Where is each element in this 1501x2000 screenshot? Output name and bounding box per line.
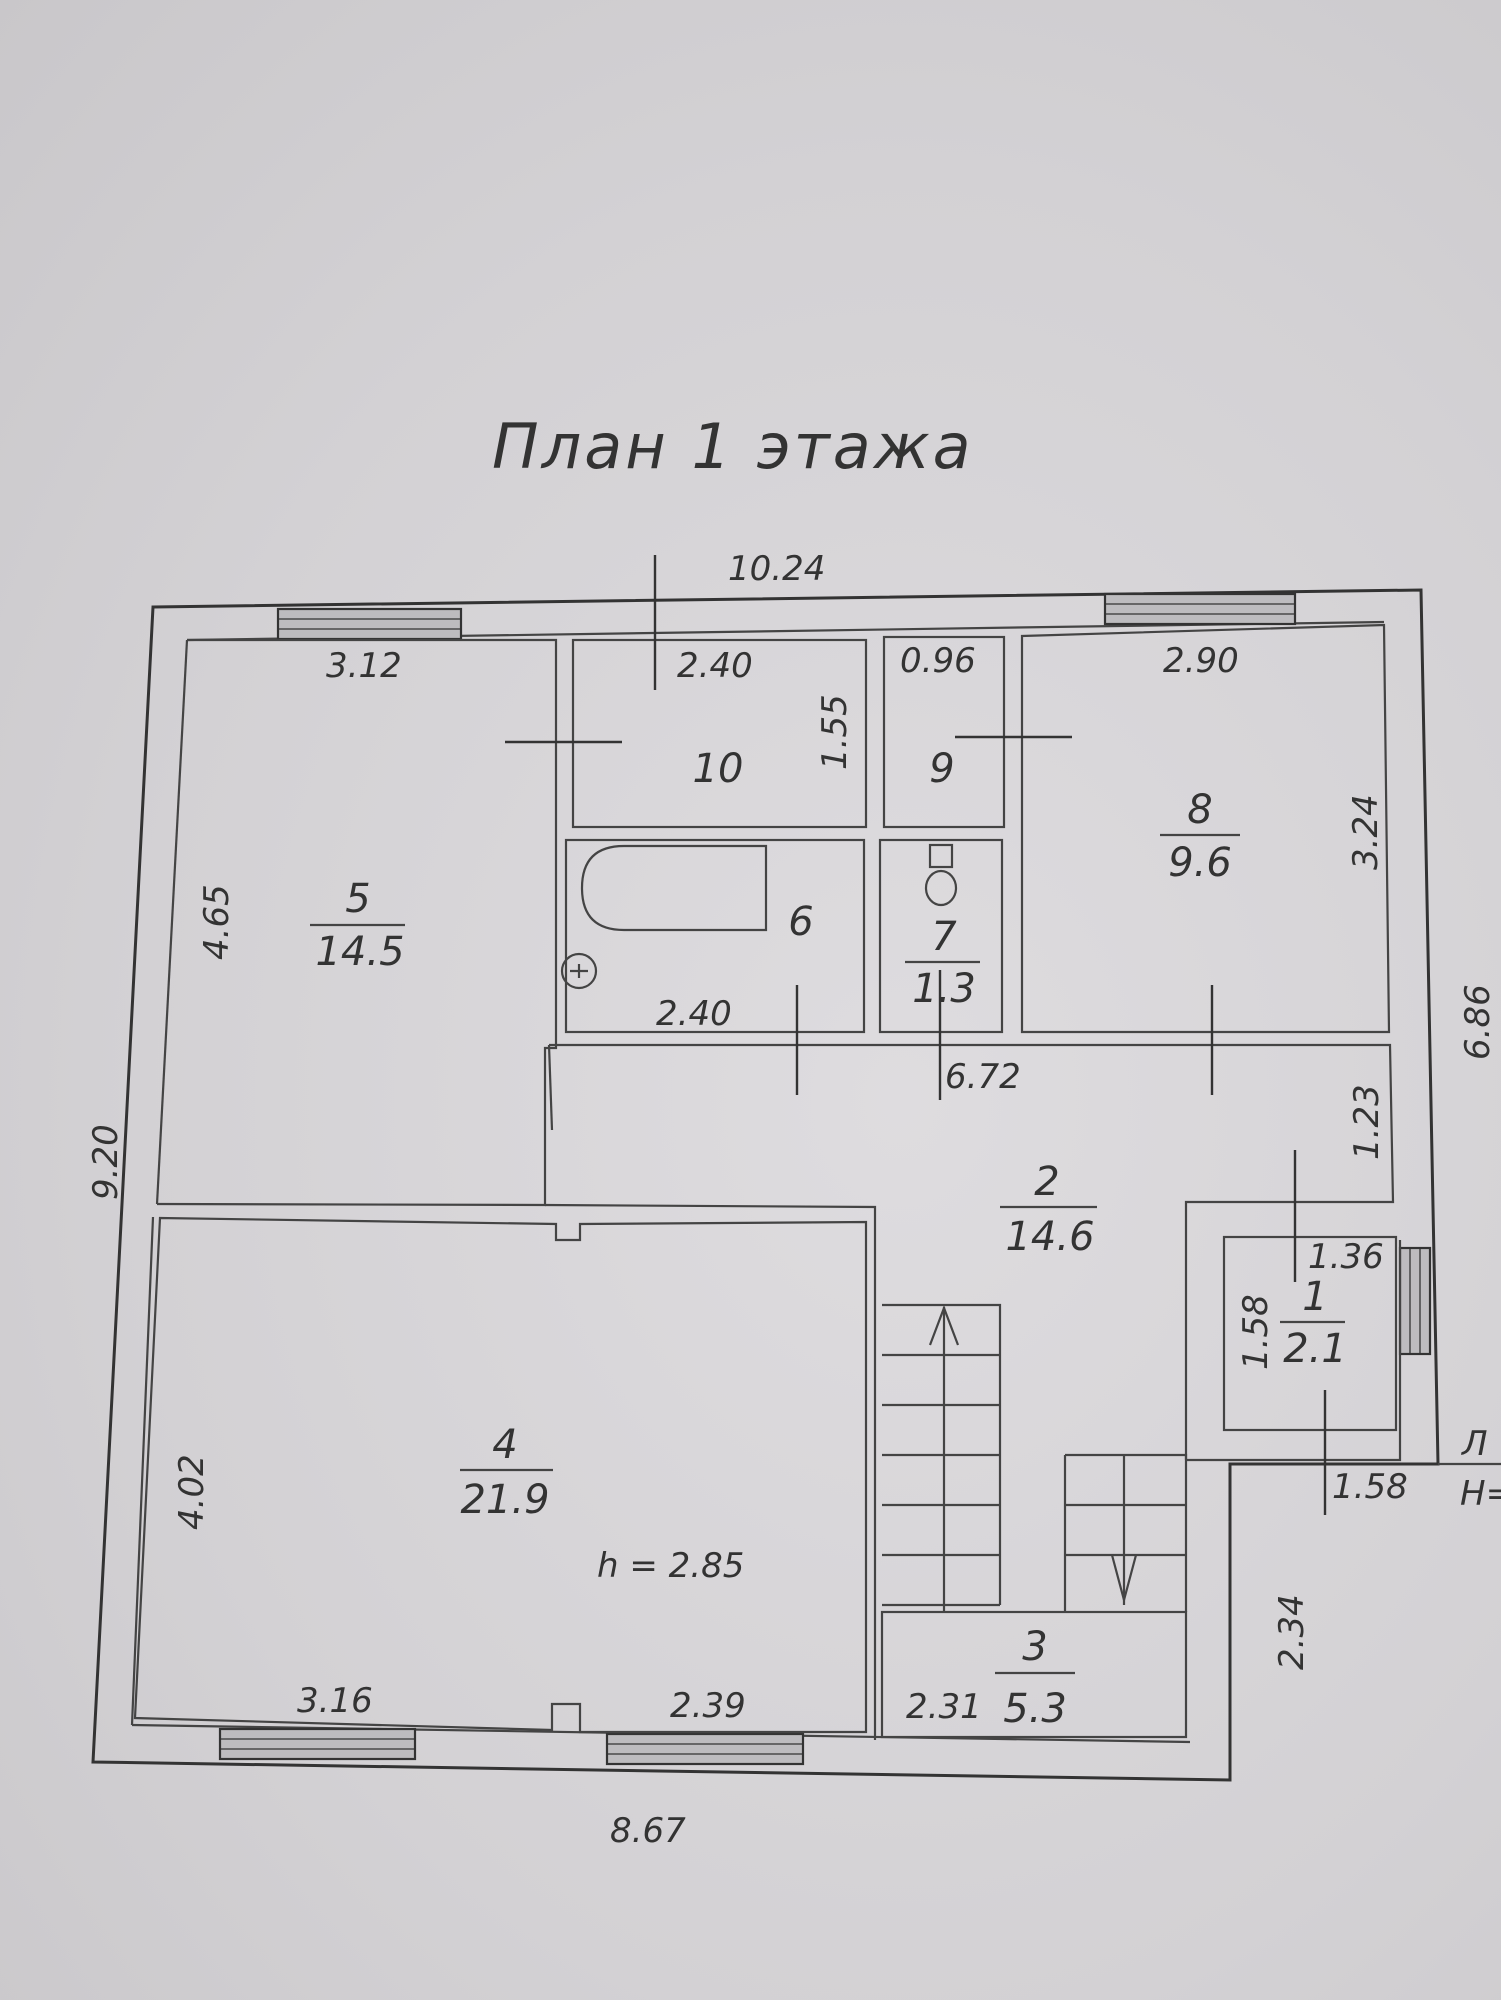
room-9-outline [882, 635, 1006, 829]
room-5-outline [156, 638, 558, 1207]
svg-text:21.9: 21.9 [460, 1477, 549, 1523]
svg-text:7: 7 [931, 914, 957, 960]
toilet-icon [924, 843, 958, 907]
room-1-label: 1 2.1 [1280, 1274, 1347, 1372]
svg-text:4: 4 [492, 1422, 517, 1468]
dim-top-overall: 10.24 [728, 549, 825, 589]
room-8-outline [1020, 623, 1391, 1034]
dim-corridor-width: 6.72 [945, 1057, 1021, 1097]
dim-room10-height: 1.55 [815, 694, 855, 770]
dim-corridor-height: 1.23 [1347, 1084, 1387, 1160]
room-4-label: 4 21.9 [460, 1422, 553, 1523]
room-1-outline [1222, 1235, 1398, 1432]
svg-text:5.3: 5.3 [1003, 1686, 1067, 1732]
room-2-label: 2 14.6 [1000, 1159, 1097, 1260]
dim-room6-width: 2.40 [656, 994, 732, 1034]
room-3-label: 3 5.3 [995, 1624, 1075, 1732]
dimension-ticks [505, 555, 1501, 1515]
edge-text-2: Н= [1460, 1474, 1501, 1514]
outer-walls [91, 588, 1440, 1782]
dim-room9-width: 0.96 [900, 641, 976, 681]
svg-text:3: 3 [1022, 1624, 1047, 1670]
room-6-label: 6 [788, 899, 813, 945]
svg-text:2.1: 2.1 [1283, 1326, 1347, 1372]
dim-room1-height: 1.58 [1236, 1294, 1276, 1370]
dim-room4-height: 4.02 [172, 1454, 212, 1530]
svg-text:9.6: 9.6 [1168, 840, 1232, 886]
room-2-outline [549, 1043, 1395, 1460]
window-top-left [276, 607, 463, 641]
svg-text:8: 8 [1187, 787, 1212, 833]
dim-room5-height: 4.65 [197, 884, 237, 960]
window-bottom-right [605, 1732, 805, 1766]
svg-text:2: 2 [1034, 1159, 1059, 1205]
dim-lower-right: 2.34 [1272, 1594, 1312, 1670]
room-10-outline [571, 638, 868, 829]
dim-room10-width: 2.40 [677, 646, 753, 686]
dim-right-overall: 6.86 [1458, 984, 1498, 1060]
room-8-label: 8 9.6 [1160, 787, 1240, 886]
dim-room8-height: 3.24 [1346, 794, 1386, 870]
dim-room1-width: 1.36 [1308, 1237, 1384, 1277]
ceiling-height-label: h = 2.85 [597, 1546, 744, 1586]
dim-left-overall: 9.20 [86, 1124, 126, 1200]
dim-room3-width: 2.31 [906, 1687, 982, 1727]
svg-text:1.3: 1.3 [912, 966, 976, 1012]
dim-room4-bottom-left: 3.16 [297, 1681, 373, 1721]
room-5-label: 5 14.5 [310, 876, 405, 975]
edge-text-1: Л [1460, 1424, 1488, 1464]
svg-text:5: 5 [345, 876, 370, 922]
svg-text:14.6: 14.6 [1005, 1214, 1094, 1260]
room-6-outline [564, 838, 866, 1034]
room-9-label: 9 [929, 746, 954, 792]
dim-room8-width: 2.90 [1163, 641, 1239, 681]
dim-room1-bottom: 1.58 [1332, 1467, 1408, 1507]
svg-text:14.5: 14.5 [315, 929, 404, 975]
room-4-outline [133, 1216, 868, 1734]
dim-room4-bottom-right: 2.39 [670, 1686, 746, 1726]
plan-title: План 1 этажа [492, 410, 974, 483]
dim-bottom-overall: 8.67 [610, 1811, 686, 1851]
room-10-label: 10 [693, 746, 744, 792]
window-right-entry [1398, 1246, 1432, 1356]
svg-text:1: 1 [1302, 1274, 1327, 1320]
room-7-label: 7 1.3 [905, 914, 980, 1012]
bathtub-icon [560, 844, 768, 990]
dim-room5-width: 3.12 [326, 646, 402, 686]
staircase [880, 1303, 1188, 1739]
window-bottom-left [218, 1727, 417, 1761]
window-top-right [1103, 592, 1297, 626]
